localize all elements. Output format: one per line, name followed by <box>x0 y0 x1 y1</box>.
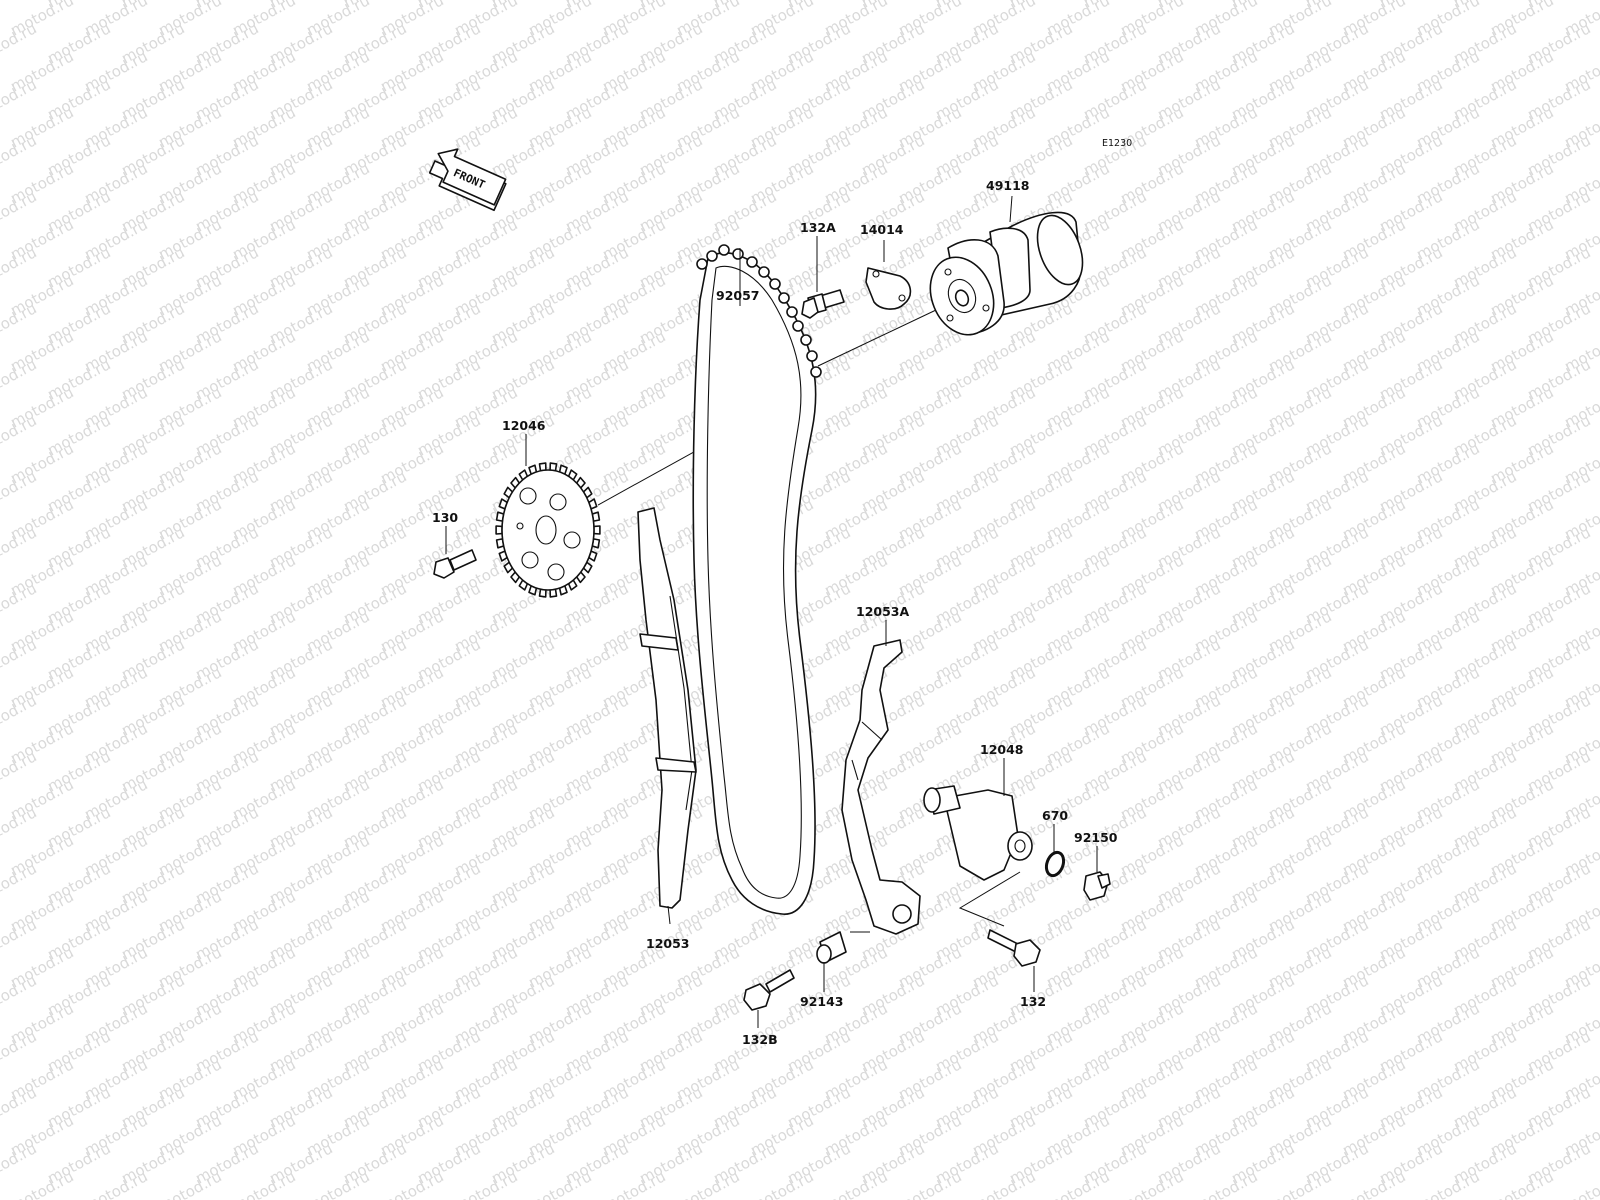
watermark-text: motod.ru <box>7 1167 76 1200</box>
watermark-text: motod.ru <box>1487 1167 1556 1200</box>
watermark-text: motod.ru <box>747 1167 816 1200</box>
sprocket-tooth <box>593 525 601 535</box>
label-132b: 132B <box>742 1032 778 1047</box>
watermark-text: motod.ru <box>0 915 40 963</box>
watermark-text: motod.ru <box>1154 1195 1223 1200</box>
watermark-text: motod.ru <box>0 1083 40 1131</box>
label-92150: 92150 <box>1074 830 1118 845</box>
watermark-text: motod.ru <box>0 355 40 403</box>
watermark-text: motod.ru <box>266 1195 335 1200</box>
watermark-text: motod.ru <box>821 1167 890 1200</box>
watermark-text: motod.ru <box>1191 1167 1260 1200</box>
label-130: 130 <box>432 510 458 525</box>
label-12053: 12053 <box>646 936 690 951</box>
watermark-text: motod.ru <box>525 1167 594 1200</box>
watermark-text: motod.ru <box>303 1167 372 1200</box>
label-49118: 49118 <box>986 178 1030 193</box>
label-92143: 92143 <box>800 994 844 1009</box>
label-670: 670 <box>1042 808 1068 823</box>
watermark-text: motod.ru <box>932 1195 1001 1200</box>
watermark-text: motod.ru <box>0 75 40 123</box>
watermark-text: motod.ru <box>0 467 40 515</box>
watermark-text: motod.ru <box>1561 1167 1600 1200</box>
watermark-text: motod.ru <box>1524 1195 1593 1200</box>
watermark-text: motod.ru <box>0 971 40 1019</box>
timing-chain <box>692 244 822 915</box>
watermark-text: motod.ru <box>636 1195 705 1200</box>
watermark-text: motod.ru <box>1413 1167 1482 1200</box>
watermark-text: motod.ru <box>0 299 40 347</box>
watermark-text: motod.ru <box>1376 1195 1445 1200</box>
watermark-text: motod.ru <box>118 1195 187 1200</box>
watermark-text: motod.ru <box>1450 1195 1519 1200</box>
leader-line <box>667 905 671 925</box>
watermark-text: motod.ru <box>0 523 40 571</box>
watermark-text: motod.ru <box>414 1195 483 1200</box>
watermark-text: motod.ru <box>0 187 40 235</box>
watermark-text: motod.ru <box>0 1027 40 1075</box>
watermark-text: motod.ru <box>488 1195 557 1200</box>
watermark-text: motod.ru <box>0 747 40 795</box>
watermark-text: motod.ru <box>1265 1167 1334 1200</box>
watermark-text: motod.ru <box>451 1167 520 1200</box>
watermark-text: motod.ru <box>0 635 40 683</box>
watermark-text: motod.ru <box>0 411 40 459</box>
label-132a: 132A <box>800 220 836 235</box>
watermark-text: motod.ru <box>1228 1195 1297 1200</box>
watermark-text: motod.ru <box>0 0 3 40</box>
watermark-text: motod.ru <box>0 1139 40 1187</box>
watermark-text: motod.ru <box>0 131 40 179</box>
label-132: 132 <box>1020 994 1046 1009</box>
watermark-text: motod.ru <box>1080 1195 1149 1200</box>
watermark-text: motod.ru <box>0 579 40 627</box>
watermark-text: motod.ru <box>1043 1167 1112 1200</box>
watermark-text: motod.ru <box>340 1195 409 1200</box>
watermark-text: motod.ru <box>673 1167 742 1200</box>
watermark-text: motod.ru <box>192 1195 261 1200</box>
label-12046: 12046 <box>502 418 546 433</box>
label-92057: 92057 <box>716 288 760 303</box>
watermark-text: motod.ru <box>44 1195 113 1200</box>
watermark-text: motod.ru <box>377 1167 446 1200</box>
label-12048: 12048 <box>980 742 1024 757</box>
watermark-text: motod.ru <box>710 1195 779 1200</box>
watermark-text: motod.ru <box>229 1167 298 1200</box>
watermark-text: motod.ru <box>0 859 40 907</box>
label-14014: 14014 <box>860 222 904 237</box>
watermark-text: motod.ru <box>1006 1195 1075 1200</box>
watermark-text: motod.ru <box>1117 1167 1186 1200</box>
watermark-text: motod.ru <box>1302 1195 1371 1200</box>
watermark-text: motod.ru <box>81 1167 150 1200</box>
watermark-text: motod.ru <box>0 243 40 291</box>
label-12053a: 12053A <box>856 604 909 619</box>
watermark-text: motod.ru <box>784 1195 853 1200</box>
watermark-text: motod.ru <box>0 19 40 67</box>
watermark-text: motod.ru <box>599 1167 668 1200</box>
watermark-text: motod.ru <box>0 803 40 851</box>
cam-sprocket <box>495 462 601 598</box>
watermark-text: motod.ru <box>0 691 40 739</box>
watermark-text: motod.ru <box>1339 1167 1408 1200</box>
watermark-text: motod.ru <box>155 1167 224 1200</box>
diagram-code: E1230 <box>1102 138 1132 149</box>
watermark-text: motod.ru <box>969 1167 1038 1200</box>
watermark-text: motod.ru <box>562 1195 631 1200</box>
watermark-text: motod.ru <box>858 1195 927 1200</box>
watermark-text: motod.ru <box>895 1167 964 1200</box>
